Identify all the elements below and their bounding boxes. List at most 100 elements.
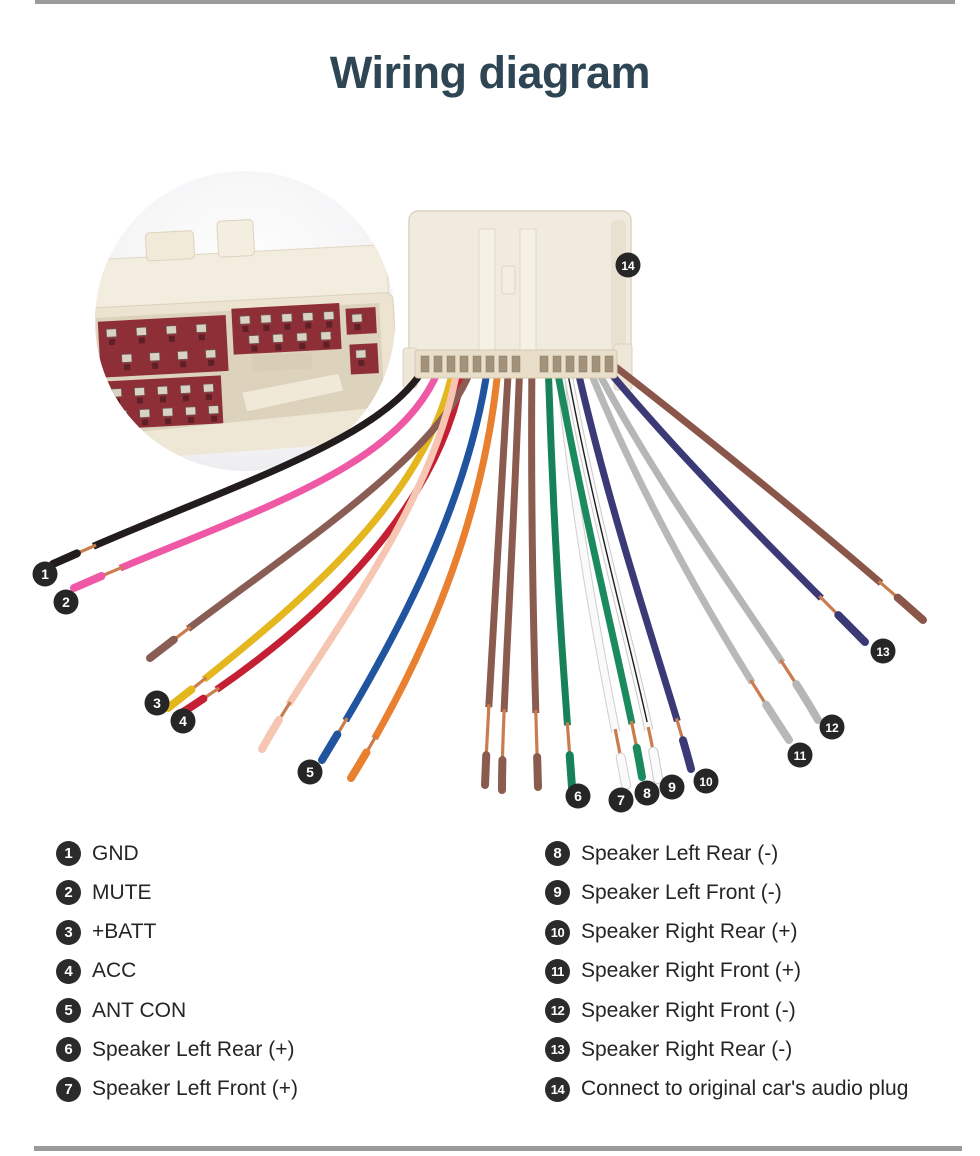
legend-number-badge: 7 (56, 1076, 81, 1102)
callout-number: 1 (41, 566, 49, 582)
legend-item-13: 13 Speaker Right Rear (-) (545, 1037, 908, 1063)
pin-slots (420, 355, 614, 373)
callout-6: 6 (565, 783, 591, 809)
inset-terminal-block (349, 343, 379, 375)
callout-number: 11 (794, 749, 807, 763)
callout-8: 8 (634, 780, 660, 806)
legend-item-5: 5 ANT CON (56, 998, 298, 1024)
legend-label: Speaker Left Rear (-) (581, 841, 779, 865)
legend-label: ANT CON (92, 998, 187, 1022)
legend-number-badge: 11 (545, 958, 570, 984)
callout-number: 14 (621, 259, 635, 273)
legend-number-badge: 4 (56, 958, 81, 984)
callout-number: 9 (668, 779, 676, 795)
legend-right-column: 8 Speaker Left Rear (-) 9 Speaker Left Fron… (545, 841, 908, 1102)
main-connector (402, 210, 633, 391)
legend-number-badge: 14 (545, 1076, 570, 1102)
legend-item-3: 3+BATT (56, 919, 298, 945)
legend-number-badge: 9 (545, 880, 570, 906)
callout-13: 13 (870, 638, 896, 664)
callout-number: 8 (643, 785, 651, 801)
inset-top-tab (144, 230, 195, 262)
bottom-divider (34, 1146, 962, 1151)
legend-item-10: 10 Speaker Right Rear (+) (545, 919, 908, 945)
wire-spk-left-rear-pos-green (544, 354, 576, 791)
connector-latch-tab (501, 265, 516, 295)
callout-number: 7 (617, 792, 625, 808)
inset-terminal-block (97, 315, 229, 378)
wire-unlabeled-brown-right (600, 354, 927, 624)
wire-gnd-black (49, 354, 434, 568)
legend-number-badge: 12 (545, 998, 570, 1024)
legend-number-badge: 3 (56, 919, 81, 945)
inset-floor (101, 406, 391, 462)
callout-number: 2 (62, 594, 70, 610)
legend-item-9: 9 Speaker Left Front (-) (545, 880, 908, 906)
legend-number-badge: 1 (56, 841, 81, 866)
callout-5: 5 (297, 759, 323, 785)
connector-ridge (478, 228, 496, 358)
top-divider (35, 0, 955, 4)
legend-number-badge: 6 (56, 1037, 81, 1063)
legend-number-badge: 2 (56, 880, 81, 906)
callout-4: 4 (170, 708, 196, 734)
connector-closeup-inset (95, 171, 395, 471)
legend-label: Speaker Left Front (-) (581, 880, 782, 904)
legend-item-11: 11 Speaker Right Front (+) (545, 958, 908, 984)
legend-label: GND (92, 841, 139, 865)
wire-unlabeled-brown-mid-3 (527, 354, 542, 791)
callout-number: 3 (153, 695, 161, 711)
wire-acc-red (176, 354, 469, 718)
legend-label: Speaker Right Front (+) (581, 959, 802, 983)
callout-11: 11 (787, 742, 813, 768)
callout-number: 4 (179, 713, 187, 729)
callout-14: 14 (615, 252, 641, 278)
callout-7: 7 (608, 787, 634, 813)
inset-rail (241, 372, 345, 413)
legend-number-badge: 5 (56, 998, 81, 1024)
legend-item-6: 6 Speaker Left Rear (+) (56, 1037, 298, 1063)
callout-2: 2 (53, 589, 79, 615)
callout-12: 12 (819, 714, 845, 740)
legend-label: ACC (92, 959, 137, 983)
legend-item-8: 8 Speaker Left Rear (-) (545, 841, 908, 866)
callout-number: 5 (306, 764, 314, 780)
callout-10: 10 (693, 768, 719, 794)
legend-number-badge: 10 (545, 919, 570, 945)
wire-mute-pink (70, 354, 447, 592)
wire-spk-right-front-neg-gray (587, 354, 822, 724)
wire-spk-left-front-neg-white-black (560, 353, 663, 784)
callout-number: 10 (699, 775, 713, 789)
legend-item-1: 1 GND (56, 841, 298, 866)
wire-batt-yellow (164, 354, 459, 712)
callout-number: 6 (574, 788, 582, 804)
connector-ridge (519, 228, 537, 358)
wire-spk-right-rear-neg-navy (594, 354, 869, 646)
legend-number-badge: 8 (545, 841, 570, 866)
legend-label: Speaker Left Front (+) (92, 1077, 299, 1101)
connector-pin-strip (414, 349, 618, 379)
legend-label: Speaker Right Rear (-) (581, 1037, 793, 1061)
callout-9: 9 (659, 774, 685, 800)
callout-1: 1 (32, 561, 58, 587)
wire-unlabeled-brown-mid-2 (498, 354, 524, 794)
wire-unlabeled-brown-left (146, 354, 479, 662)
legend-item-7: 7 Speaker Left Front (+) (56, 1076, 299, 1102)
legend-label: Speaker Right Rear (+) (581, 920, 798, 944)
legend-item-4: 4 ACC (56, 958, 298, 984)
legend-label: Speaker Left Rear (+) (92, 1037, 295, 1061)
inset-shelf (251, 352, 313, 372)
callout-number: 13 (876, 645, 890, 659)
wire-antcon-blue (318, 354, 493, 764)
connector-shading (611, 220, 626, 356)
wire-spk-left-rear-neg-green (551, 354, 646, 781)
legend-number-badge: 13 (545, 1037, 570, 1063)
wire-spk-right-rear-pos-navy (571, 354, 695, 773)
wires (49, 353, 927, 794)
